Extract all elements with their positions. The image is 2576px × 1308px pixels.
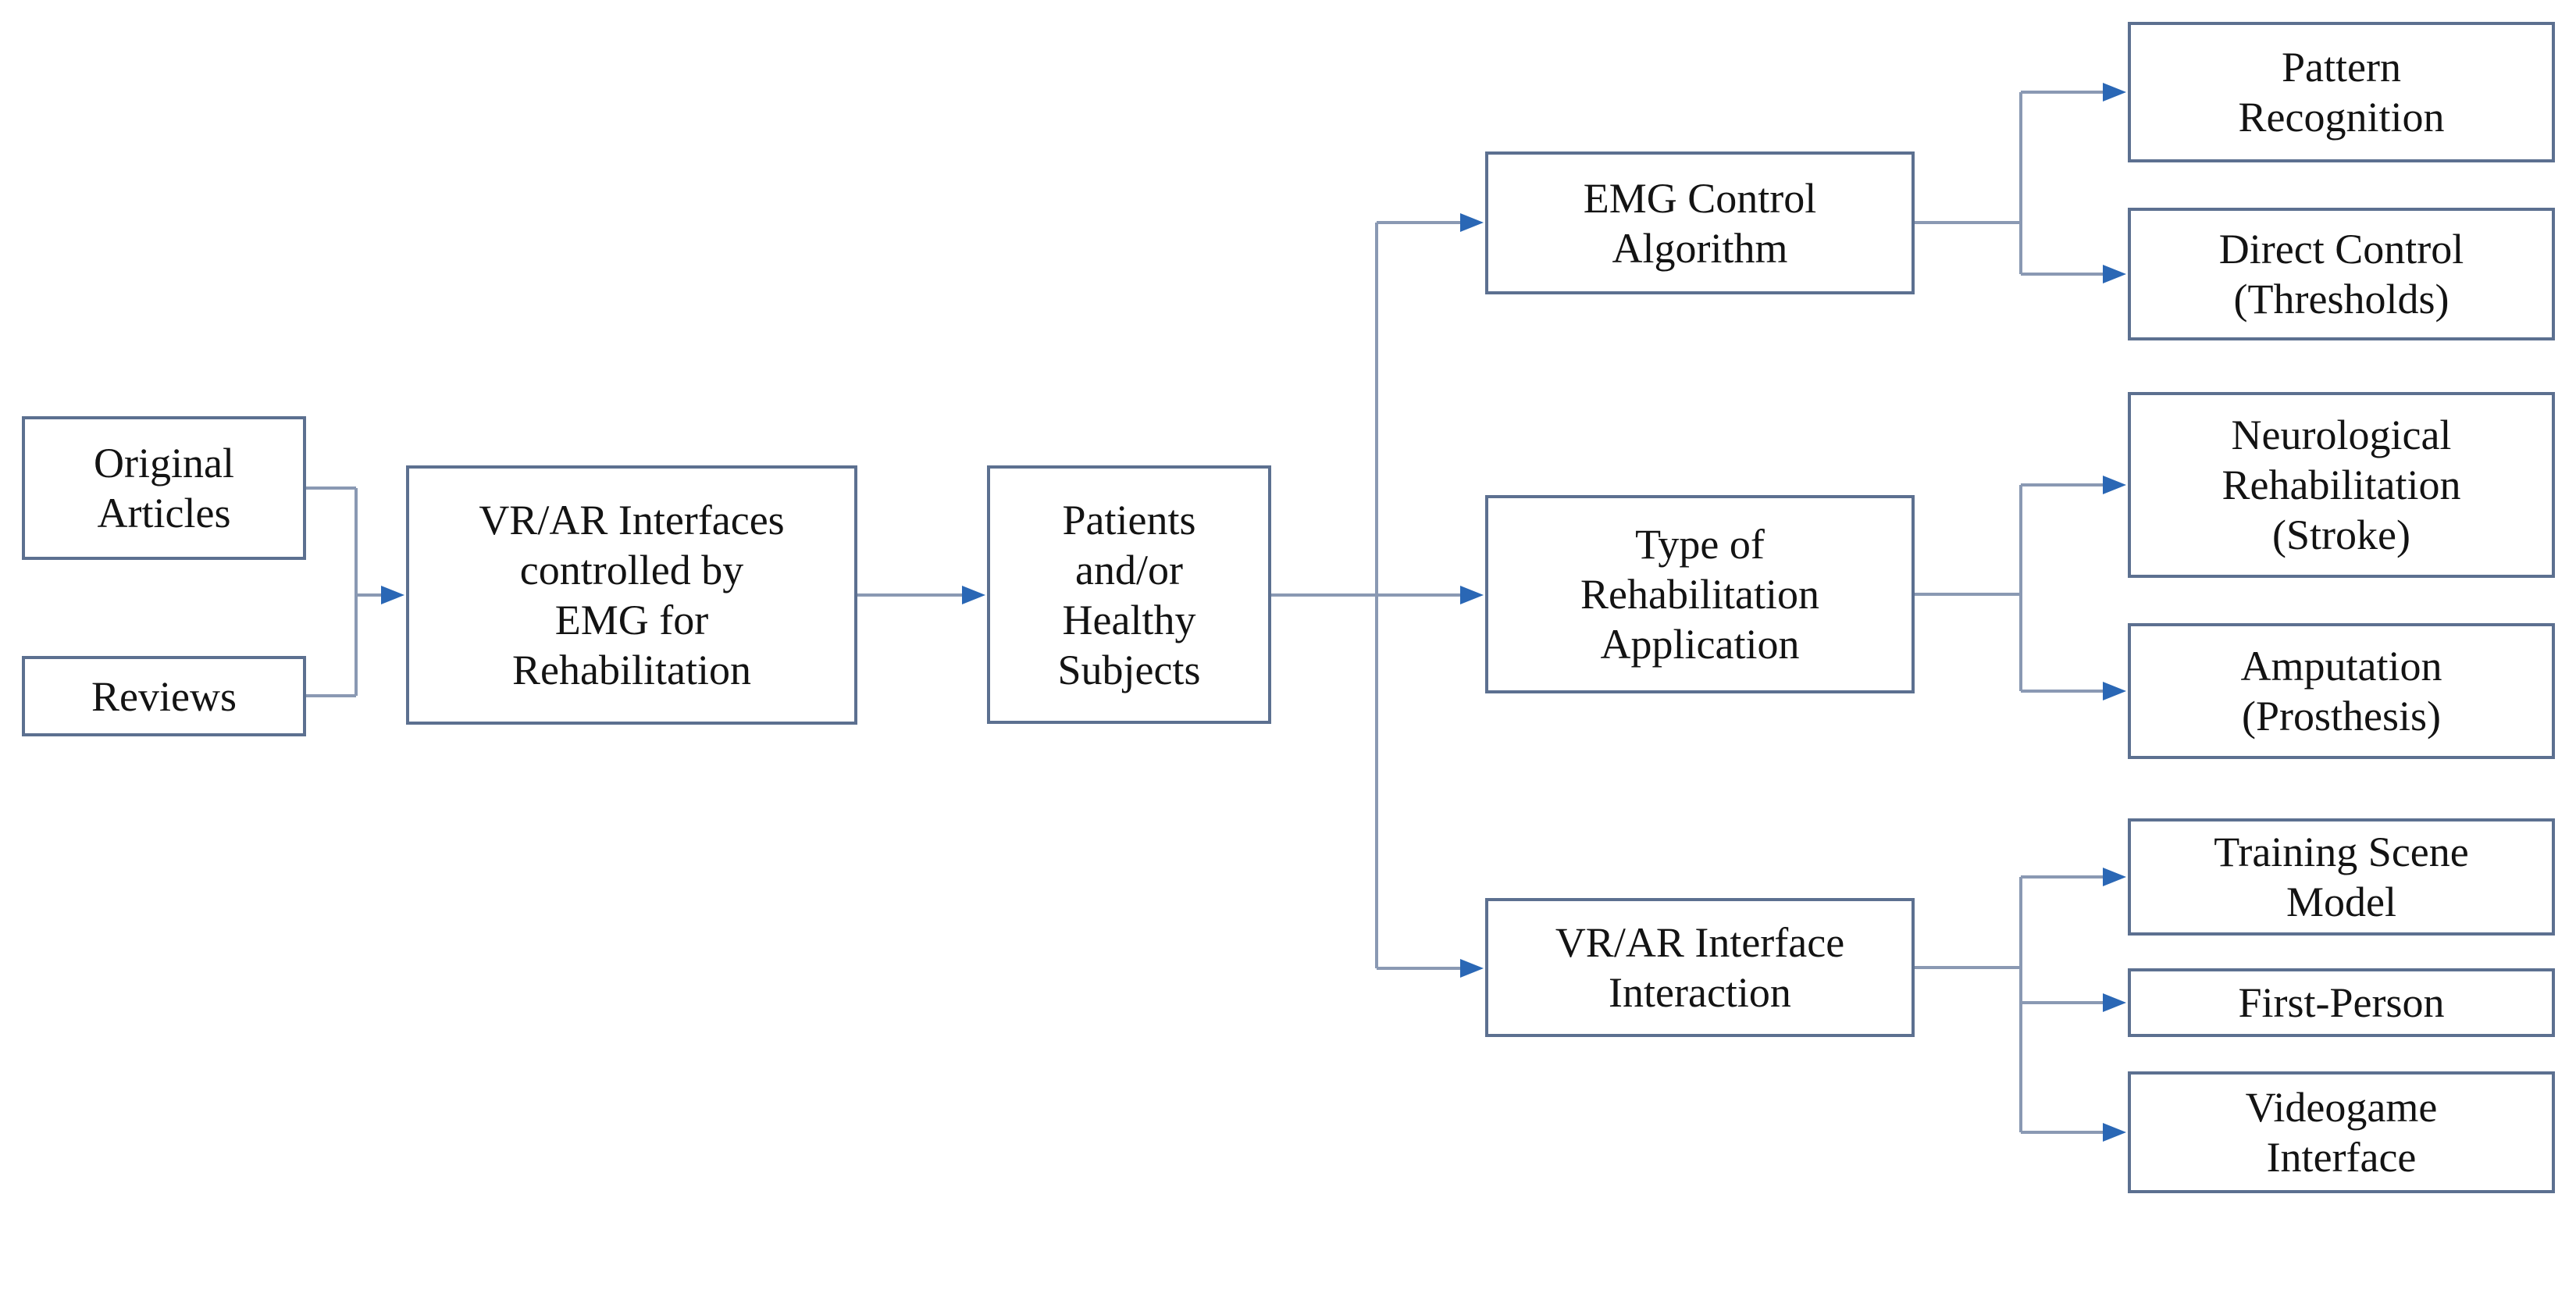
node-label: VR/AR Interfaces controlled by EMG for R… [479,497,785,693]
arrowhead-icon [2103,682,2126,700]
node-patients: Patients and/or Healthy Subjects [987,465,1271,724]
node-label: Patients and/or Healthy Subjects [1057,496,1201,693]
node-first-person: First-Person [2128,968,2555,1037]
node-emg-control-algorithm: EMG Control Algorithm [1485,151,1915,294]
arrowhead-icon [2103,476,2126,494]
node-vrar-interface-interaction: VR/AR Interface Interaction [1485,898,1915,1037]
node-label: Amputation (Prosthesis) [2240,643,2442,740]
arrowhead-icon [2103,265,2126,283]
node-label: Direct Control (Thresholds) [2218,226,2464,323]
node-label: Original Articles [94,440,234,536]
arrowhead-icon [381,586,404,604]
arrowhead-icon [2103,993,2126,1012]
node-type-of-rehabilitation: Type of Rehabilitation Application [1485,495,1915,693]
node-label: Training Scene Model [2214,829,2469,925]
node-label: First-Person [2238,979,2445,1026]
node-label: VR/AR Interface Interaction [1555,919,1845,1016]
arrowhead-icon [2103,1123,2126,1142]
node-vrar-interfaces: VR/AR Interfaces controlled by EMG for R… [406,465,857,725]
arrowhead-icon [1460,213,1484,232]
node-neurological-rehabilitation: Neurological Rehabilitation (Stroke) [2128,392,2555,578]
node-pattern-recognition: Pattern Recognition [2128,22,2555,162]
node-label: EMG Control Algorithm [1583,174,1817,272]
node-original-articles: Original Articles [22,416,306,560]
node-reviews: Reviews [22,656,306,736]
arrowhead-icon [962,586,985,604]
arrowhead-icon [1460,959,1484,978]
node-label: Pattern Recognition [2238,44,2445,141]
node-label: Neurological Rehabilitation (Stroke) [2221,412,2461,558]
node-label: Type of Rehabilitation Application [1580,521,1819,668]
arrowhead-icon [2103,83,2126,102]
node-amputation-prosthesis: Amputation (Prosthesis) [2128,623,2555,759]
node-label: Videogame Interface [2245,1084,2438,1181]
arrowhead-icon [1460,586,1484,604]
node-videogame-interface: Videogame Interface [2128,1071,2555,1193]
node-label: Reviews [91,672,237,720]
node-training-scene-model: Training Scene Model [2128,818,2555,936]
node-direct-control: Direct Control (Thresholds) [2128,208,2555,340]
arrowhead-icon [2103,868,2126,886]
